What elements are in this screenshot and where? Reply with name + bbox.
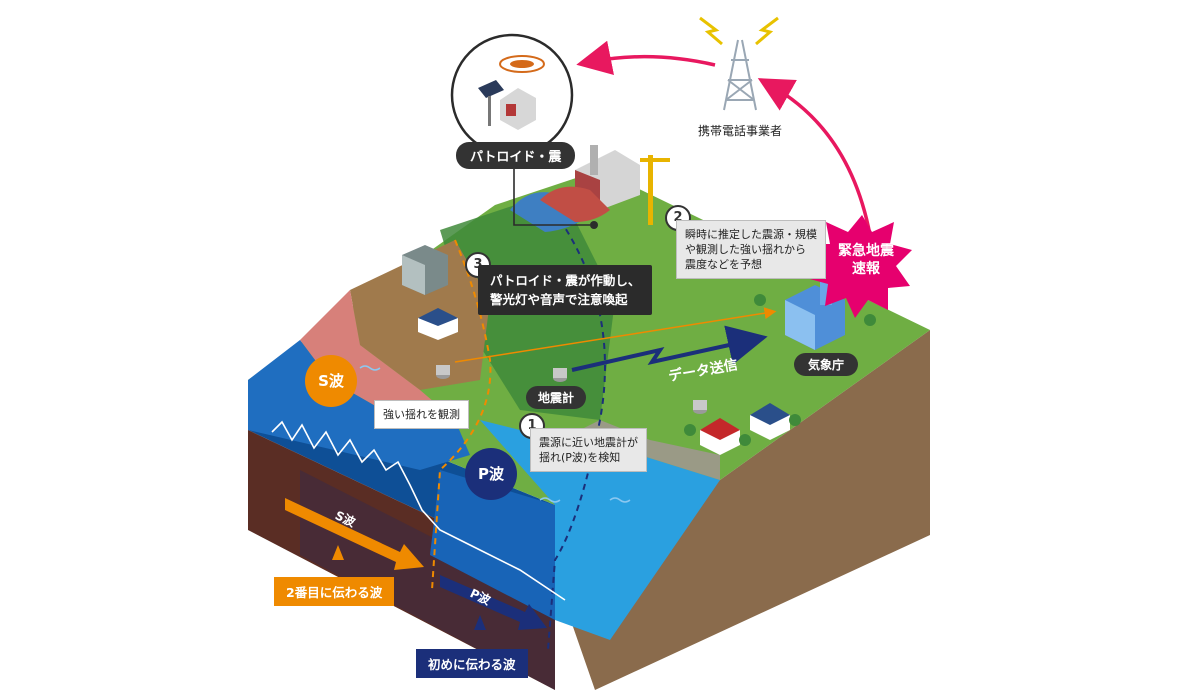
soil-area: [350, 240, 490, 390]
apartment-building: [402, 245, 448, 295]
sensor-soil: [436, 365, 450, 379]
arrow-eew-to-carrier: [757, 78, 872, 236]
data-send-arrow: [571, 325, 768, 372]
ocean-bay: [480, 420, 720, 640]
step-1-text: 震源に近い地震計が 揺れ(P波)を検知: [530, 428, 647, 472]
eew-label: 緊急地震 速報: [838, 243, 894, 277]
tower-signal-right: [755, 16, 779, 46]
sensor-right: [693, 400, 707, 414]
step-3-text: パトロイド・震が作動し、 警光灯や音声で注意喚起: [478, 265, 653, 315]
observe-label: 強い揺れを観測: [374, 400, 469, 429]
s-wave-description: 2番目に伝わる波: [274, 577, 395, 606]
patroid-connector: [513, 165, 590, 226]
p-wave-circle: P波: [465, 448, 517, 500]
step-2-text: 瞬時に推定した震源・規模 や観測した強い揺れから 震度などを予想: [676, 220, 826, 279]
ocean-bay-dark: [430, 470, 555, 620]
soil-edge: [300, 290, 455, 420]
p-wave-pointer: [474, 615, 486, 630]
jma-label: 気象庁: [794, 353, 859, 376]
p-wave-arrow: [440, 575, 547, 630]
tower-signal-left: [699, 16, 723, 46]
houses-right: [700, 403, 790, 455]
greenhouses: [510, 186, 610, 232]
block-right-side: [555, 330, 930, 690]
house-small: [418, 308, 458, 340]
step-1-number: 1: [519, 413, 545, 439]
s-wave-arrow: [285, 498, 424, 570]
p-wave-description: 初めに伝わる波: [416, 649, 528, 678]
s-wave-pointer: [332, 545, 344, 560]
seismograph-line: [271, 420, 566, 601]
s-wave-front-dashed: [431, 239, 492, 591]
p-wave-front-dashed: [547, 219, 606, 651]
s-wave-circle: S波: [305, 355, 357, 407]
observation-arrow: [454, 307, 777, 363]
crane: [640, 155, 670, 225]
eew-badge: [806, 215, 912, 318]
arrow-carrier-to-patroid: [576, 40, 716, 76]
ocean-left: [248, 340, 470, 470]
seismometer-label: 地震計: [526, 386, 587, 409]
block-front-lower: [300, 470, 555, 690]
cell-tower: [723, 39, 757, 111]
carrier-label: 携帯電話事業者: [698, 124, 783, 138]
patroid-device-icon: [478, 55, 545, 130]
trees: [684, 244, 876, 446]
sensor-near-quake: [553, 368, 567, 382]
patroid-label: パトロイド・震: [456, 142, 576, 169]
